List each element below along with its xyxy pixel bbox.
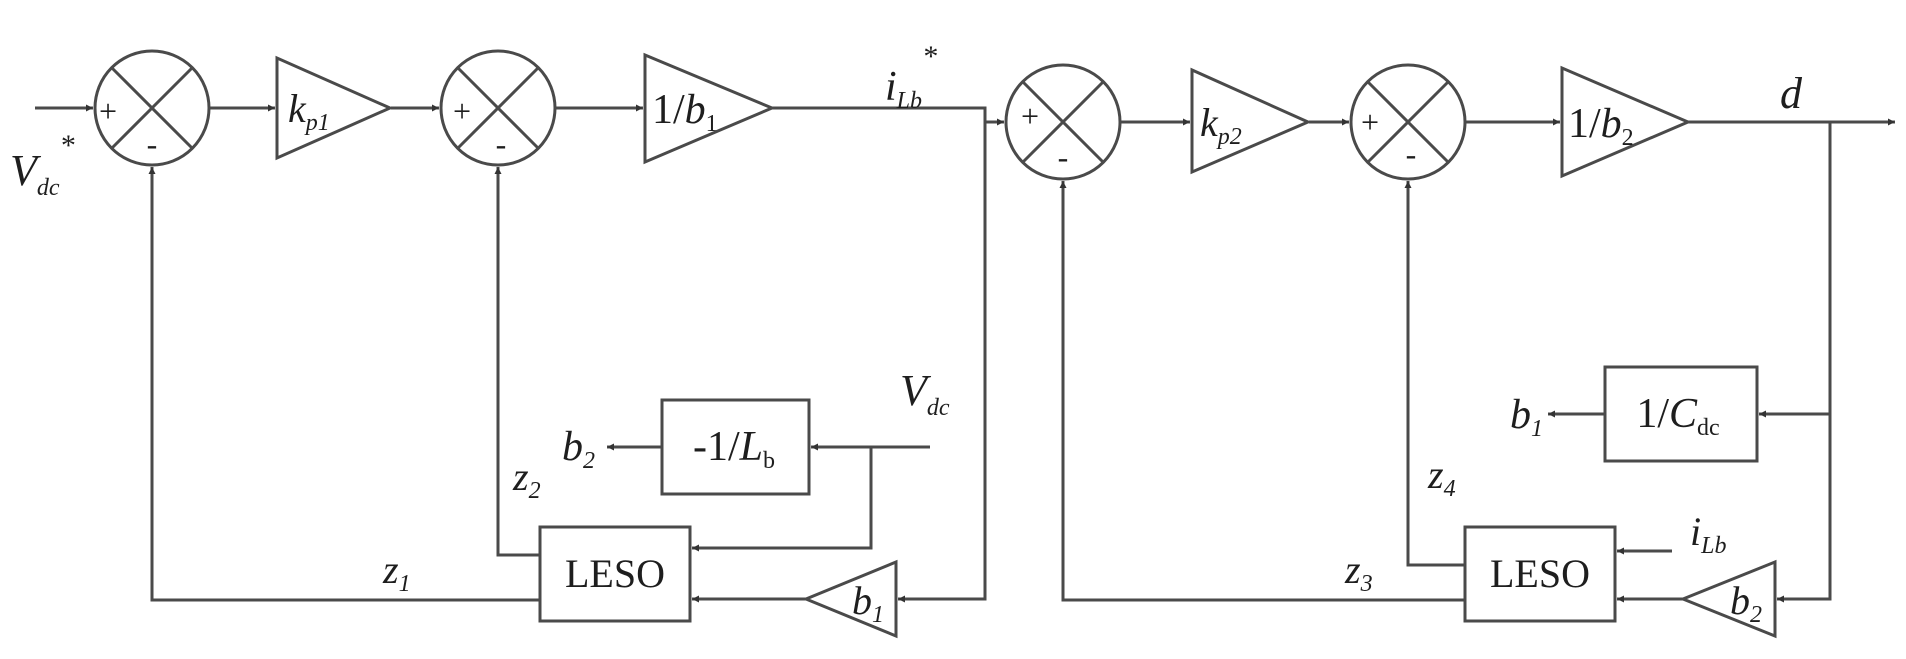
block-leso-right-label: LESO (1490, 551, 1590, 596)
summer-3-minus: - (1058, 139, 1069, 175)
gain-fb-b1: b1 (802, 559, 898, 639)
label-b2-out: b2 (562, 424, 595, 474)
gain-kp1-label: kp1 (288, 86, 330, 136)
block-leso-right: LESO (1463, 525, 1617, 623)
summer-3-plus: + (1021, 98, 1039, 134)
wire-z2-feedback (494, 167, 540, 557)
wire-z4-feedback (1404, 181, 1465, 567)
wire-ilb-ref-tap (898, 108, 987, 603)
gain-kp2-label: kp2 (1200, 100, 1242, 150)
wire-z3-feedback (1059, 181, 1465, 602)
summer-4-plus: + (1361, 104, 1379, 140)
label-d: d (1780, 69, 1803, 118)
block-leso-left-label: LESO (565, 551, 665, 596)
gain-fb-b2: b2 (1678, 559, 1777, 639)
gain-inv-b2-label: 1/b2 (1568, 101, 1634, 151)
label-ilb: iLb (1690, 509, 1726, 559)
wire-z1-feedback (148, 167, 540, 602)
gain-kp1: kp1 (275, 55, 394, 161)
block-inv-cdc-label: 1/Cdc (1636, 391, 1719, 441)
label-z1: z1 (382, 547, 411, 597)
block-inv-lb-label: -1/Lb (693, 424, 775, 474)
summer-1-minus: - (147, 126, 158, 162)
summer-1: + - (93, 49, 211, 167)
label-vdc-ref: Vdc* (10, 129, 75, 201)
gain-fb-b2-label: b2 (1730, 578, 1762, 628)
summer-2-plus: + (453, 93, 471, 129)
gain-inv-b2: 1/b2 (1560, 65, 1692, 179)
label-z2: z2 (512, 454, 541, 504)
summer-4-minus: - (1406, 136, 1417, 172)
label-b1-out: b1 (1510, 392, 1543, 442)
gain-inv-b1: 1/b1 (643, 52, 776, 165)
gain-inv-b1-label: 1/b1 (652, 87, 718, 137)
label-z3: z3 (1344, 547, 1373, 597)
summer-3: + - (1004, 63, 1122, 181)
gain-kp2: kp2 (1190, 67, 1312, 175)
block-leso-left: LESO (538, 525, 692, 623)
block-inv-lb: -1/Lb (660, 398, 811, 496)
summer-2-minus: - (496, 126, 507, 162)
label-ilb-ref: iLb* (885, 40, 937, 114)
summer-4: + - (1349, 63, 1467, 181)
label-z4: z4 (1427, 452, 1456, 502)
label-vdc: Vdc (900, 366, 950, 421)
wire-vdc-leso (692, 447, 873, 552)
wire-ilb-ref (772, 106, 1004, 126)
summer-1-plus: + (99, 93, 117, 129)
block-inv-cdc: 1/Cdc (1603, 365, 1759, 463)
summer-2: + - (439, 49, 557, 167)
wire-d-tap (1777, 122, 1832, 603)
gain-fb-b1-label: b1 (852, 578, 884, 628)
